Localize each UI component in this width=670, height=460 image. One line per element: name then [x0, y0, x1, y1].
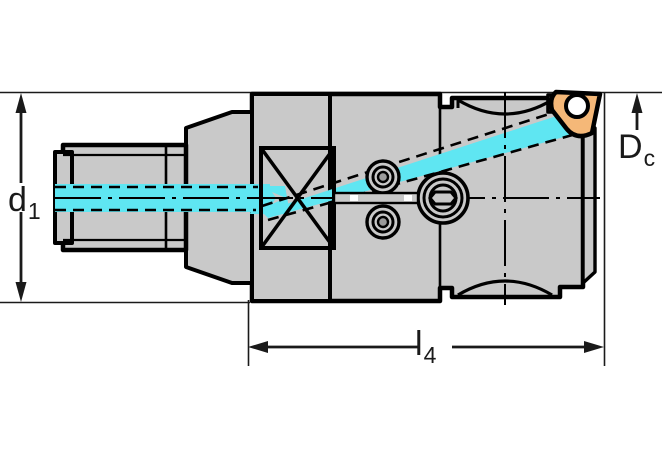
center-axis-lines: [55, 92, 600, 305]
adjustment-screw-lower: [365, 204, 401, 240]
internal-slot-mark-left: [350, 195, 358, 201]
dim-d1-arrow-bottom: [15, 282, 27, 302]
indexable-insert-group: [548, 89, 603, 139]
adjustment-screw-upper: [365, 159, 401, 195]
hidden-line-angled-top: [261, 104, 575, 208]
dimension-label-dc: Dc: [618, 128, 655, 170]
coolant-channel-group: [55, 110, 575, 218]
hex-socket-center-screw: [416, 171, 470, 225]
adjustment-screws-group: [365, 159, 401, 240]
internal-slot-mark-right: [404, 195, 412, 201]
dimension-label-d1-subscript: 1: [27, 198, 41, 224]
insert-bore-hole: [564, 93, 590, 119]
dimension-label-d1: d1: [8, 181, 41, 223]
dim-l4-arrow-right: [584, 341, 604, 353]
bottom-pocket-curve: [457, 279, 553, 297]
dimension-l4: [248, 341, 604, 353]
dim-d1-arrow-top: [15, 93, 27, 113]
dimension-label-d1-base: d: [8, 181, 27, 219]
dimension-label-l4-base: l: [415, 325, 423, 363]
dimension-d1: [15, 93, 27, 302]
internal-slot: [332, 191, 420, 205]
internal-slot-group: [332, 191, 420, 205]
dimension-label-l4-subscript: 4: [423, 342, 437, 368]
dim-dc-arrow-top: [631, 93, 643, 113]
hidden-bore-lines: [55, 104, 577, 222]
dimension-label-l4: l4: [415, 325, 436, 367]
dimension-label-dc-base: D: [618, 128, 643, 166]
dim-l4-arrow-left: [248, 341, 268, 353]
dimension-dc: [631, 93, 643, 130]
dimension-label-dc-subscript: c: [643, 145, 656, 171]
hex-socket-glyph: [428, 190, 458, 206]
clamping-diagonal-b: [259, 146, 336, 250]
coolant-channel-angled: [262, 110, 575, 218]
